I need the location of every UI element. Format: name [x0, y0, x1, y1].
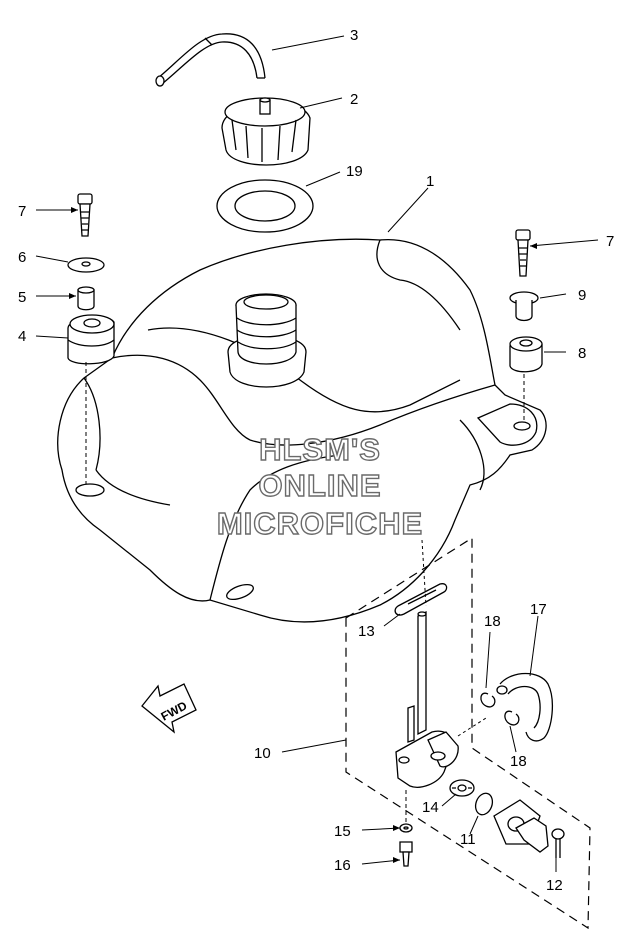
- callout-13: 13: [358, 623, 375, 640]
- drain-washer: [399, 823, 413, 833]
- callout-19: 19: [346, 163, 363, 180]
- fuel-tank: [57, 238, 547, 623]
- hose-clip-lower: [504, 710, 520, 726]
- watermark-line-3: MICROFICHE: [217, 506, 423, 541]
- o-ring: [474, 792, 494, 816]
- right-collar: [509, 291, 539, 322]
- callout-labels: 1 2 3 4 5 6 7 7 8 9 10 11 12 13 14 15 16…: [18, 27, 614, 894]
- left-mount-bolt: [77, 193, 93, 237]
- left-washer: [67, 257, 105, 273]
- left-collar: [77, 286, 95, 311]
- left-damper: [67, 314, 115, 365]
- callout-8: 8: [578, 345, 586, 362]
- fuel-cock-assembly-boundary: [345, 536, 591, 930]
- drain-bolt: [399, 841, 413, 867]
- leader-lines: [35, 35, 599, 872]
- forward-direction-arrow: FWD: [141, 683, 197, 734]
- callout-7-right: 7: [606, 233, 614, 250]
- callout-2: 2: [350, 91, 358, 108]
- watermark: HLSM'S ONLINE MICROFICHE: [216, 431, 423, 541]
- callout-5: 5: [18, 289, 26, 306]
- fuel-hose: [496, 672, 554, 742]
- callout-11: 11: [460, 831, 476, 848]
- callout-14: 14: [422, 799, 439, 816]
- callout-3: 3: [350, 27, 358, 44]
- leader-arrowheads: [69, 207, 537, 863]
- callout-9: 9: [578, 287, 586, 304]
- breather-hose: [155, 33, 266, 87]
- right-damper: [509, 336, 543, 373]
- fuel-cock-filter: [449, 779, 475, 797]
- fuel-filler-cap: [221, 97, 311, 166]
- fuel-cock-gasket: [394, 583, 448, 616]
- callout-17: 17: [530, 601, 547, 618]
- cap-gasket: [216, 179, 314, 233]
- callout-4: 4: [18, 328, 26, 345]
- callout-6: 6: [18, 249, 26, 266]
- fuel-cock-screw: [551, 828, 565, 858]
- callout-18-upper: 18: [484, 613, 501, 630]
- callout-12: 12: [546, 877, 563, 894]
- watermark-line-2: ONLINE: [258, 468, 381, 503]
- callout-18-lower: 18: [510, 753, 527, 770]
- callout-1: 1: [426, 173, 434, 190]
- filler-neck: [227, 293, 307, 388]
- fuel-cock-body: [395, 610, 459, 788]
- callout-15: 15: [334, 823, 351, 840]
- right-mount-bolt: [515, 229, 531, 277]
- callout-16: 16: [334, 857, 351, 874]
- fuel-cock-lever-plate: [493, 799, 549, 853]
- callout-10: 10: [254, 745, 271, 762]
- callout-7-left: 7: [18, 203, 26, 220]
- watermark-line-1: HLSM'S: [259, 432, 381, 467]
- hose-clip-upper: [480, 692, 496, 708]
